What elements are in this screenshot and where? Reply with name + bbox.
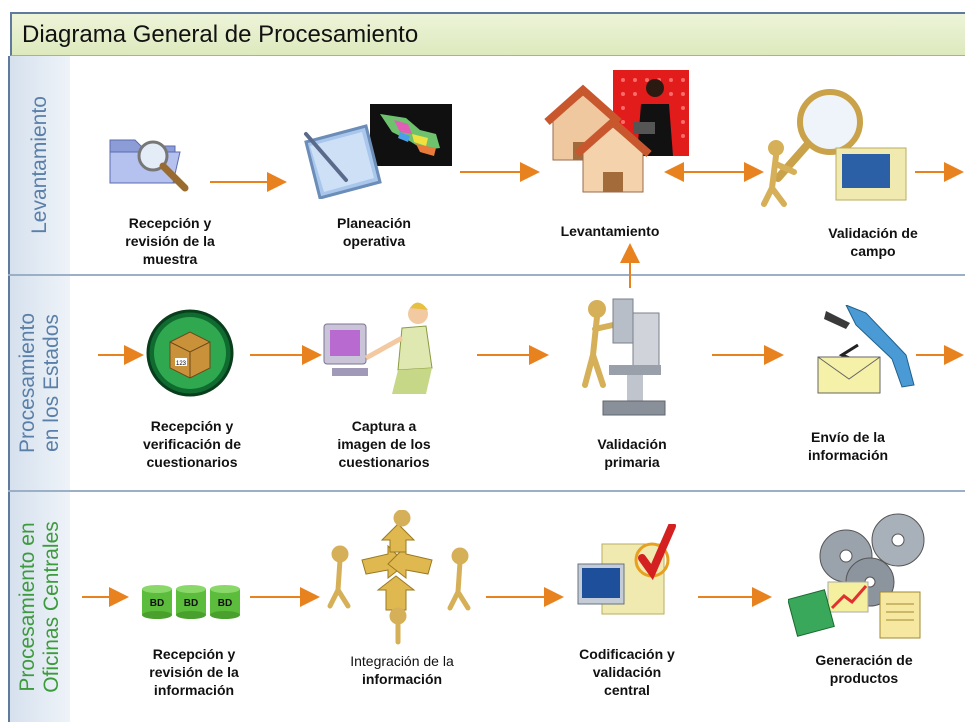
magnifier-computer-icon [758, 88, 918, 213]
houses-surveyor-icon [543, 70, 693, 205]
lane-separator [8, 274, 965, 276]
lane-separator [8, 490, 965, 492]
tablet-map-icon [296, 104, 456, 204]
folder-search-icon [105, 128, 195, 198]
cd-icon [871, 513, 925, 567]
diagram-header: Diagrama General de Procesamiento [10, 12, 965, 56]
database-icon: BD [210, 585, 240, 619]
database-icon: BD [142, 585, 172, 619]
lane-estados: Procesamiento en los Estados [8, 276, 70, 490]
lane-oficinas-centrales: Procesamiento en Oficinas Centrales [8, 492, 70, 722]
svg-text:123: 123 [176, 361, 187, 367]
lane-levantamiento: Levantamiento [8, 56, 70, 274]
diagram-title: Diagrama General de Procesamiento [22, 21, 419, 48]
send-envelope-icon [806, 304, 916, 400]
products-icon [787, 512, 938, 647]
svg-text:BD: BD [184, 598, 198, 609]
microscope-icon [573, 295, 673, 425]
integration-figures-icon [322, 509, 472, 655]
database-icons: BD BD BD [140, 583, 242, 626]
step-levantamiento: Levantamiento [560, 223, 660, 239]
database-icon: BD [176, 585, 206, 619]
svg-text:BD: BD [218, 598, 232, 609]
data-capture-icon [322, 298, 442, 403]
package-verification-icon: 123 [145, 308, 235, 403]
svg-text:BD: BD [150, 598, 164, 609]
computer-checkmark-icon [572, 522, 682, 629]
